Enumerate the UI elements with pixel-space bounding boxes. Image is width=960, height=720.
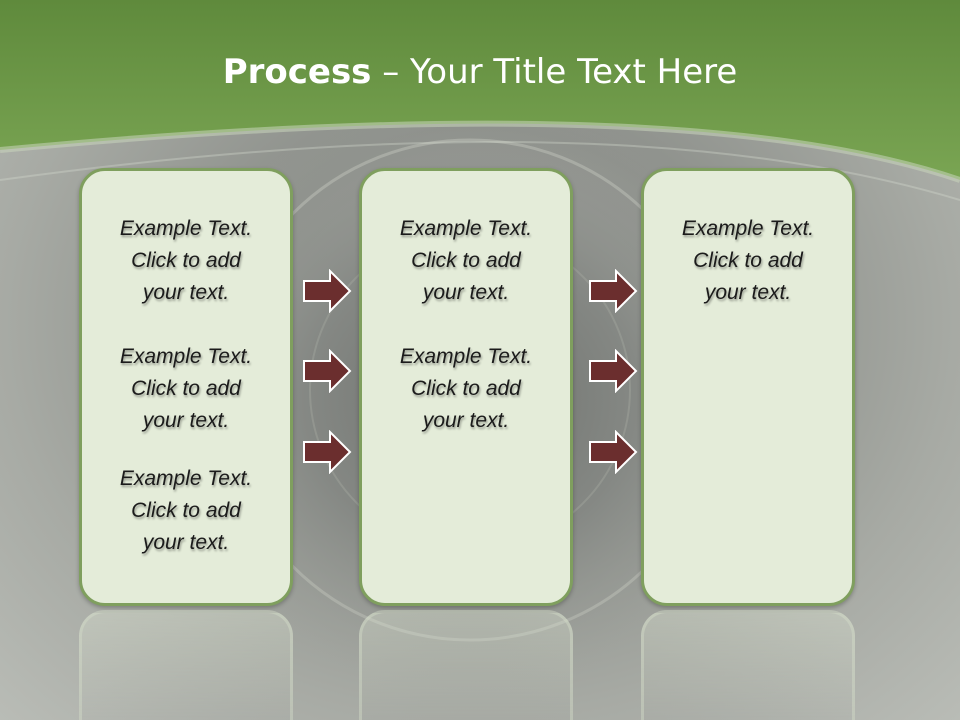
box-2-text-2[interactable]: Example Text. Click to add your text. bbox=[362, 341, 570, 437]
process-box-1[interactable]: Example Text. Click to add your text. Ex… bbox=[79, 168, 293, 606]
box-1-text-1[interactable]: Example Text. Click to add your text. bbox=[82, 213, 290, 309]
box-1-reflection bbox=[79, 610, 293, 720]
box-1-text-3[interactable]: Example Text. Click to add your text. bbox=[82, 463, 290, 559]
text-line: Click to add bbox=[693, 249, 803, 272]
text-line: your text. bbox=[142, 281, 230, 304]
text-line: Click to add bbox=[131, 249, 241, 272]
text-line: Example Text. bbox=[119, 217, 253, 240]
header-curve-highlight bbox=[0, 120, 960, 183]
text-line: Click to add bbox=[411, 377, 521, 400]
title-rest: – Your Title Text Here bbox=[371, 52, 738, 92]
text-line: Example Text. bbox=[681, 217, 815, 240]
text-line: Example Text. bbox=[399, 345, 533, 368]
right-arrow-icon bbox=[303, 349, 352, 393]
slide-title: Process – Your Title Text Here bbox=[0, 52, 960, 92]
title-bold: Process bbox=[222, 52, 372, 92]
right-arrow-icon bbox=[589, 430, 638, 474]
box-3-reflection bbox=[641, 610, 855, 720]
right-arrow-icon bbox=[303, 430, 352, 474]
text-line: your text. bbox=[142, 531, 230, 554]
box-2-text-1[interactable]: Example Text. Click to add your text. bbox=[362, 213, 570, 309]
text-line: your text. bbox=[142, 409, 230, 432]
text-line: Example Text. bbox=[399, 217, 533, 240]
text-line: your text. bbox=[422, 409, 510, 432]
text-line: Click to add bbox=[131, 499, 241, 522]
header-curve-shadow bbox=[0, 141, 960, 201]
text-line: Click to add bbox=[131, 377, 241, 400]
right-arrow-icon bbox=[303, 269, 352, 313]
text-line: Example Text. bbox=[119, 345, 253, 368]
text-line: Example Text. bbox=[119, 467, 253, 490]
right-arrow-icon bbox=[589, 269, 638, 313]
box-3-text-1[interactable]: Example Text. Click to add your text. bbox=[644, 213, 852, 309]
right-arrow-icon bbox=[589, 349, 638, 393]
box-1-text-2[interactable]: Example Text. Click to add your text. bbox=[82, 341, 290, 437]
text-line: your text. bbox=[704, 281, 792, 304]
box-2-reflection bbox=[359, 610, 573, 720]
process-box-3[interactable]: Example Text. Click to add your text. bbox=[641, 168, 855, 606]
text-line: Click to add bbox=[411, 249, 521, 272]
text-line: your text. bbox=[422, 281, 510, 304]
header-band bbox=[0, 0, 960, 180]
process-box-2[interactable]: Example Text. Click to add your text. Ex… bbox=[359, 168, 573, 606]
